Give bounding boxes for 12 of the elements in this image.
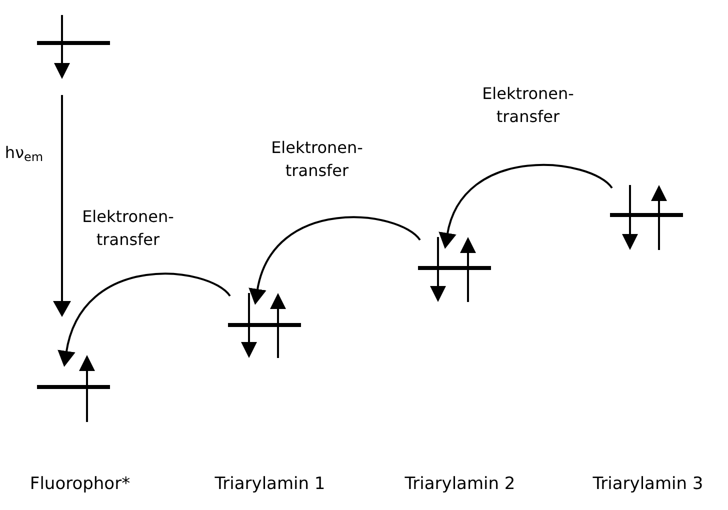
edge-label: Elektronen- transfer <box>270 137 364 182</box>
species-label: Triarylamin 3 <box>592 473 704 496</box>
curved-arrow <box>58 272 231 367</box>
curved-arrow <box>439 164 613 248</box>
species-label: Triarylamin 1 <box>214 473 326 496</box>
edge-label: Elektronen- transfer <box>481 83 575 128</box>
species-label: Triarylamin 2 <box>404 473 516 496</box>
species-label: Fluorophor* <box>30 473 130 496</box>
emission-arrow <box>53 95 71 317</box>
edge-label: Elektronen- transfer <box>81 206 175 251</box>
curved-arrow <box>249 216 421 304</box>
edge-label: hν$_{em}$ <box>4 142 44 164</box>
